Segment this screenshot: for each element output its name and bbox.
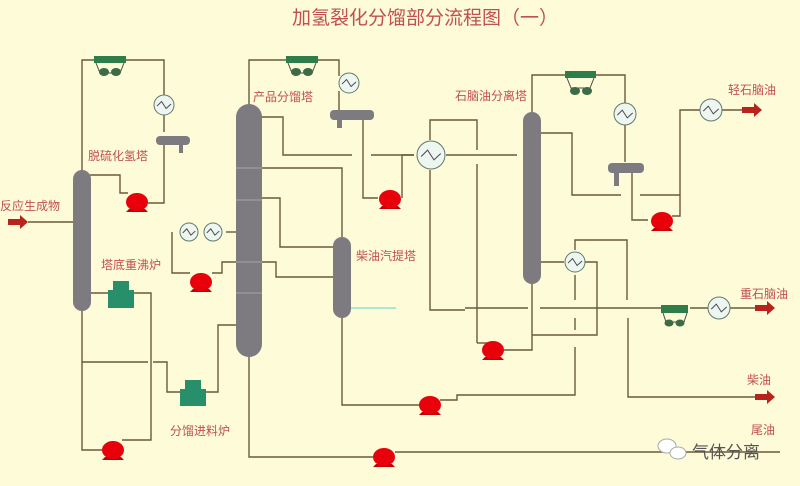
pipe-cooler-to-hx (595, 74, 626, 103)
pipe-splitter-bottom (503, 283, 533, 351)
arrow-feed-in (8, 215, 28, 229)
label-reboiler-furnace: 塔底重沸炉 (101, 257, 161, 272)
pipe-splitter-overhead (531, 74, 565, 112)
watermark: 气体分离 (657, 438, 760, 463)
hx-light-naphtha-icon (699, 98, 723, 122)
pipe-reboiler-return (122, 292, 152, 441)
watermark-text: 气体分离 (692, 443, 760, 463)
pipes (28, 59, 780, 458)
pipe-fract-side-3 (261, 261, 334, 278)
pump-pumparound-icon (190, 273, 212, 292)
hx-pumparound-2-icon (203, 222, 223, 242)
h2s-reflux-drum (156, 136, 190, 153)
hx-fractionator-overhead-icon (338, 72, 360, 94)
pipe-h2s-bottom (81, 310, 104, 451)
pumps (102, 190, 673, 467)
pipe-drum-to-pump (631, 171, 648, 221)
pump-h2s-bottom-icon (102, 441, 124, 460)
wechat-icon (657, 438, 687, 460)
label-h2s-stripper: 脱硫化氢塔 (88, 148, 148, 163)
pipe-diesel-pump-out (440, 347, 576, 401)
fractionator-feed-furnace (180, 380, 206, 406)
pipe-fract-side-2 (261, 197, 334, 248)
pump-diesel-icon (419, 396, 441, 415)
pump-h2s-reflux-icon (126, 193, 148, 212)
pipe-pumparound-b (171, 232, 190, 274)
pipe-to-feed-furnace-b (153, 361, 180, 393)
arrow-diesel (755, 390, 775, 404)
label-diesel-stripper: 柴油汽提塔 (356, 248, 416, 263)
hx-splitter-overhead-icon (613, 102, 637, 126)
h2s-stripper-column (73, 170, 91, 311)
pipe-diesel-stripper-bottom (341, 316, 420, 406)
pump-tail-oil-icon (373, 448, 395, 467)
label-diesel: 柴油 (747, 373, 771, 387)
naphtha-splitter-column (523, 112, 541, 284)
hx-naphtha-feed-icon (416, 140, 446, 170)
pipe-diesel-product (627, 318, 755, 398)
label-heavy-naphtha: 重石脑油 (740, 287, 788, 301)
arrow-light-naphtha (742, 103, 762, 117)
label-tail-oil: 尾油 (751, 423, 775, 437)
reboiler-furnace (108, 281, 134, 308)
splitter-reflux-drum (608, 163, 644, 186)
hx-splitter-bottom-icon (564, 251, 586, 273)
diesel-stripper-column (333, 237, 351, 318)
pump-fractionator-reflux-icon (379, 190, 401, 209)
pipe-hx-top-loop (574, 239, 628, 300)
pipe-feed-furnace-out (206, 324, 237, 393)
pipe-h2s-reflux (148, 142, 165, 204)
label-product-fractionator: 产品分馏塔 (253, 90, 313, 104)
air-cooler-splitter (565, 71, 596, 95)
pipe-hx-loop-top (429, 119, 478, 150)
heat-exchangers (153, 72, 731, 320)
pipe-fract-side-to-stripper (261, 167, 343, 237)
label-naphtha-splitter: 石脑油分离塔 (455, 88, 527, 103)
pump-splitter-reflux-icon (651, 212, 673, 231)
hx-heavy-naphtha-icon (707, 296, 731, 320)
hx-pumparound-1-icon (179, 222, 199, 242)
hx-h2s-overhead-icon (153, 94, 175, 116)
pipe-fract-drum-to-pump (362, 118, 378, 199)
pipe-fract-bottom (248, 356, 373, 458)
label-feed-furnace: 分馏进料炉 (170, 424, 230, 438)
pipe-light-naphtha (672, 109, 700, 217)
pipe-pumparound-c (212, 261, 237, 274)
pipe-fract-side-1 (261, 116, 352, 156)
air-cooler-heavy-naphtha (661, 305, 688, 327)
fractionator-reflux-drum (330, 110, 374, 128)
air-cooler-fractionator (286, 56, 318, 76)
label-feed: 反应生成物 (0, 198, 60, 213)
pipe-h2s-to-pump (90, 174, 128, 194)
pipe-splitter-bottom-hx (532, 261, 598, 336)
pipe-hx-down (429, 170, 465, 311)
product-fractionator-column (236, 104, 262, 357)
diagram-title: 加氢裂化分馏部分流程图（一） (292, 7, 558, 29)
label-light-naphtha: 轻石脑油 (728, 83, 776, 97)
pipe-splitter-reflux-a (540, 132, 621, 196)
air-cooler-h2s (94, 56, 126, 76)
pump-splitter-bottom-icon (482, 341, 504, 360)
arrow-heavy-naphtha (755, 301, 775, 315)
pipe-fract-pump-out (401, 154, 414, 198)
